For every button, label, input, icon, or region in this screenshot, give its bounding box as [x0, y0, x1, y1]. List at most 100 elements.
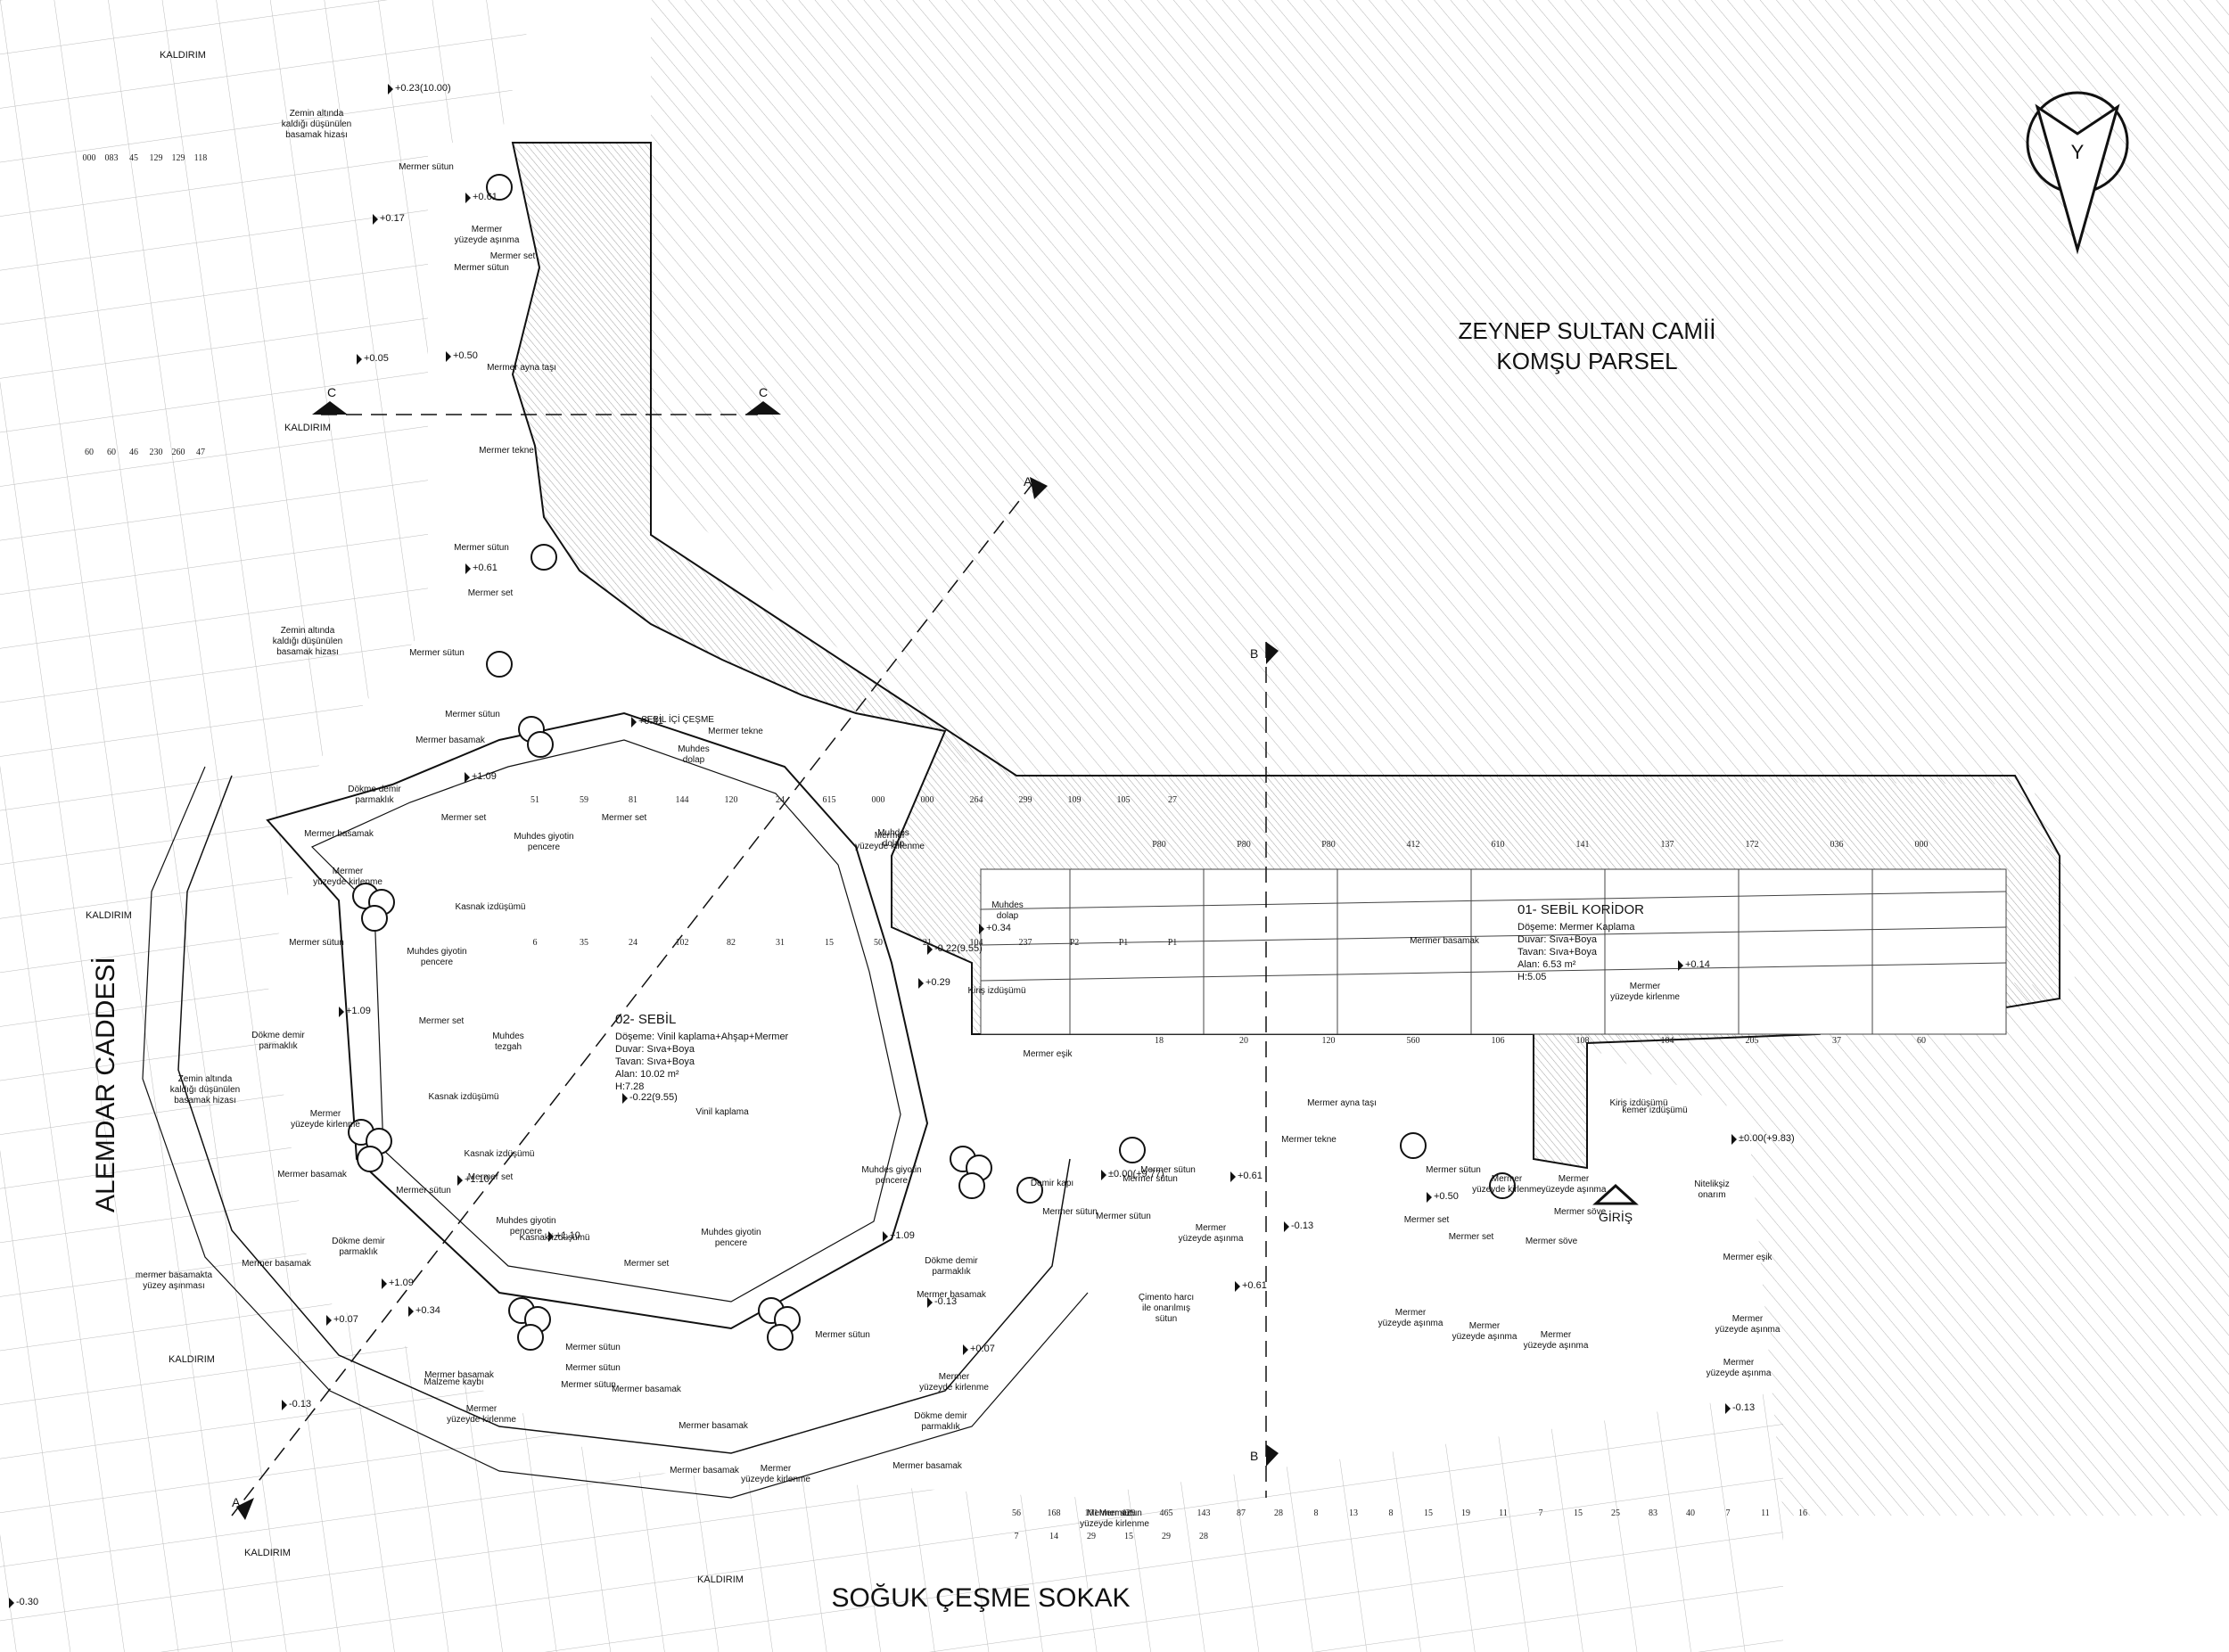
room-line-sebil: Alan: 10.02 m²: [615, 1069, 679, 1080]
dimension-value: 19: [1461, 1508, 1470, 1518]
elevation-value: +0.07: [970, 1344, 995, 1354]
annotation-label: Mermer sütun: [454, 543, 509, 553]
room-line-sebil: H:7.28: [615, 1081, 644, 1092]
annotation-label: Mermer sütun: [409, 648, 465, 658]
annotation-label: basamak hizası: [174, 1096, 235, 1105]
dimension-value: 27: [1168, 795, 1177, 805]
section-marker-a-bottom: A: [232, 1495, 254, 1520]
annotation-label: Mermer basamak: [1410, 936, 1480, 946]
annotation-label: Kasnak izdüşümü: [429, 1092, 499, 1102]
annotation-label: Mermer basamak: [612, 1385, 682, 1394]
dimension-value: 35: [580, 938, 588, 948]
dimension-value: 87: [1237, 1508, 1246, 1518]
dimension-value: 7: [1539, 1508, 1543, 1518]
kaldirim-label: KALDIRIM: [697, 1574, 744, 1585]
elevation-value: -0.13: [1732, 1402, 1755, 1413]
annotation-label: Mermer sütun: [1123, 1174, 1178, 1184]
dimension-value: 11: [1499, 1508, 1508, 1518]
elevation-mark: +0.61: [1230, 1171, 1263, 1182]
annotation-label: Mermer söve: [1526, 1237, 1578, 1246]
annotation-label: Mermer sütun: [1042, 1207, 1098, 1217]
annotation-label: Mermer sütun: [399, 162, 454, 172]
dimension-value: 29: [1087, 1532, 1096, 1541]
elevation-mark: ±0.00(+9.83): [1731, 1133, 1795, 1145]
elevation-symbol: [548, 1231, 554, 1242]
elevation-mark: +1.09: [382, 1278, 414, 1289]
dimension-value: 000: [921, 795, 934, 805]
annotation-label: Dökme demir: [332, 1237, 385, 1246]
annotation-label: Mermer: [466, 1404, 498, 1414]
elevation-symbol: [1284, 1221, 1289, 1232]
elevation-value: +1.09: [890, 1230, 915, 1241]
neighbor-parcel-hatch: [535, 0, 2229, 1516]
dimension-value: 28: [1199, 1532, 1208, 1541]
elevation-mark: +0.14: [1678, 959, 1710, 971]
elevation-mark: -0.13: [282, 1399, 311, 1410]
room-line-koridor: Duvar: Sıva+Boya: [1518, 934, 1598, 945]
elevation-mark: +0.29: [918, 977, 950, 989]
dimension-value: 15: [825, 938, 834, 948]
annotation-label: pencere: [528, 842, 561, 852]
dimension-value: 16: [1798, 1508, 1807, 1518]
annotation-label: kaldığı düşünülen: [273, 637, 342, 646]
elevation-mark: +0.34: [979, 923, 1011, 934]
elevation-value: -0.22(9.55): [629, 1092, 678, 1103]
annotation-label: Mermer basamak: [242, 1259, 312, 1269]
annotation-label: Mermer basamak: [892, 1461, 963, 1471]
kaldirim-label: KALDIRIM: [284, 423, 331, 433]
dimension-value: 29: [1162, 1532, 1171, 1541]
annotation-label: Kiriş izdüşümü: [1609, 1098, 1667, 1108]
annotation-label: Mermer: [1492, 1174, 1523, 1184]
annotation-label: yüzeyde aşınma: [1378, 1319, 1444, 1328]
elevation-symbol: [979, 924, 984, 934]
dimension-value: 15: [1424, 1508, 1433, 1518]
annotation-label: pencere: [876, 1176, 909, 1186]
annotation-label: Mermer ayna taşı: [487, 363, 556, 373]
annotation-label: Mermer: [761, 1464, 792, 1474]
elevation-mark: -0.13: [927, 1296, 957, 1308]
annotation-label: Kasnak izdüşümü: [456, 902, 526, 912]
elevation-symbol: [382, 1278, 387, 1289]
dimension-value: 59: [580, 795, 588, 805]
kaldirim-labels: KALDIRIMKALDIRIMKALDIRIMKALDIRIMKALDIRIM…: [86, 50, 744, 1585]
dimension-value: 25: [1611, 1508, 1620, 1518]
annotation-label: kaldığı düşünülen: [282, 119, 351, 129]
annotation-label: Mermer sütun: [815, 1330, 870, 1340]
corridor-tiles: [980, 868, 2007, 1035]
annotation-label: Muhdes: [991, 900, 1024, 910]
dimension-value: 28: [1274, 1508, 1283, 1518]
dimension-value: P1: [1119, 938, 1129, 948]
elevation-value: -0.13: [289, 1399, 311, 1410]
street-soguk: SOĞUK ÇEŞME SOKAK: [831, 1583, 1130, 1613]
elevation-mark: ±0.00(+9.77): [1101, 1169, 1164, 1180]
annotation-label: Zemin altında: [281, 626, 335, 636]
elevation-mark: -0.22(9.55): [927, 943, 983, 955]
annotation-label: pencere: [715, 1238, 748, 1248]
annotation-label: Mermer set: [624, 1259, 670, 1269]
dimension-value: 104: [970, 938, 983, 948]
annotation-label: Mermer ayna taşı: [1307, 1098, 1377, 1108]
annotation-label: yüzeyde kirlenme: [291, 1120, 360, 1130]
annotation-label: Dökme demir: [914, 1411, 967, 1421]
elevation-mark: -0.30: [9, 1597, 38, 1608]
room-label-sebil: 02- SEBİL Döşeme: Vinil kaplama+Ahşap+Me…: [615, 1011, 789, 1092]
annotation-label: Mermer: [1732, 1314, 1764, 1324]
dimension-value: 118: [194, 153, 208, 163]
elevation-mark: +0.61: [1235, 1280, 1267, 1292]
dimension-value: 105: [1117, 795, 1131, 805]
room-line-koridor: Tavan: Sıva+Boya: [1518, 947, 1598, 958]
dimension-value: 560: [1407, 1036, 1420, 1046]
annotation-label: parmaklık: [355, 795, 394, 805]
dimension-value: 81: [629, 795, 637, 805]
elevation-value: +0.17: [380, 213, 405, 224]
annotation-label: Mermer: [875, 831, 906, 841]
entrance-marker: GİRİŞ: [1592, 1183, 1639, 1224]
elevation-value: +0.61: [1242, 1280, 1267, 1291]
dimension-value: 109: [1068, 795, 1082, 805]
annotation-label: Muhdes: [877, 828, 909, 838]
elevation-mark: +0.61: [465, 192, 498, 203]
dimension-value: 51: [531, 795, 539, 805]
dimension-value: 24: [629, 938, 637, 948]
annotation-label: Kasnak izdüşümü: [465, 1149, 535, 1159]
